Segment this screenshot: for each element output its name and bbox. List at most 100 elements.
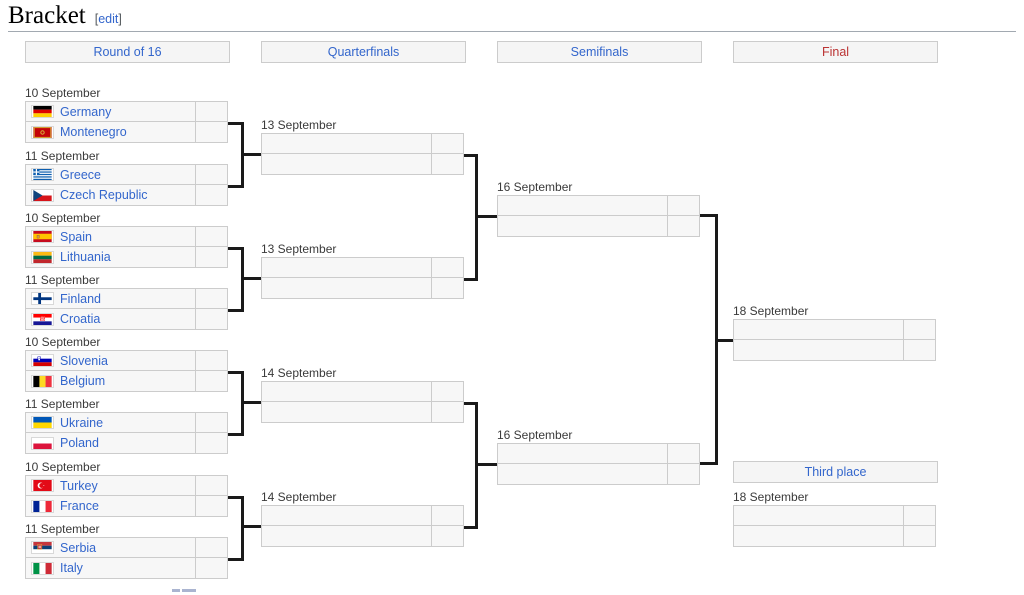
team-cell — [262, 526, 432, 546]
match-row: Serbia — [25, 537, 228, 558]
team-name-link[interactable]: Serbia — [60, 540, 97, 555]
team-name-link[interactable]: Italy — [60, 561, 83, 575]
round-header-link[interactable]: Semifinals — [570, 45, 629, 59]
team-score — [196, 309, 227, 329]
match-date: 11 September — [25, 149, 100, 163]
match-date: 13 September — [261, 242, 337, 256]
team-cell: Turkey — [26, 476, 196, 495]
team-score — [904, 506, 935, 525]
team-name-link[interactable]: France — [60, 499, 99, 513]
quarterfinal-match-2 — [261, 257, 464, 299]
match-date: 10 September — [25, 211, 101, 225]
connector-feed-qf-2 — [241, 277, 261, 280]
team-name-link[interactable]: Turkey — [60, 478, 98, 493]
team-name-link[interactable]: Spain — [60, 229, 92, 244]
edit-link[interactable]: edit — [98, 12, 119, 26]
connector-stub-qf-lower-1 — [464, 278, 478, 281]
team-name-link[interactable]: Croatia — [60, 312, 101, 326]
team-score — [432, 382, 463, 401]
round-header-link[interactable]: Quarterfinals — [327, 45, 400, 59]
team-score — [904, 526, 935, 546]
quarterfinal-match-4 — [261, 505, 464, 547]
team-cell: Finland — [26, 289, 196, 308]
match-row — [261, 402, 464, 423]
team-name-link[interactable]: Ukraine — [60, 415, 104, 430]
team-name-link[interactable]: Czech Republic — [60, 188, 148, 202]
match-date: 11 September — [25, 273, 100, 287]
team-score — [668, 444, 699, 463]
team-cell: Croatia — [26, 309, 196, 329]
team-score — [196, 227, 227, 246]
team-name-link[interactable]: Greece — [60, 167, 101, 182]
flag-finland-icon — [31, 292, 54, 305]
round-header-link[interactable]: Third place — [804, 465, 867, 479]
match-date: 13 September — [261, 118, 337, 132]
round-header-round-of-16: Round of 16 — [25, 41, 230, 63]
match-date: 10 September — [25, 86, 101, 100]
team-cell: Italy — [26, 558, 196, 578]
team-cell: Belgium — [26, 371, 196, 391]
team-name-link[interactable]: Slovenia — [60, 353, 108, 368]
team-score — [196, 102, 227, 121]
team-cell — [262, 258, 432, 277]
connector-feed-qf-3 — [241, 401, 261, 404]
team-score — [668, 216, 699, 236]
match-date: 10 September — [25, 335, 101, 349]
team-score — [432, 402, 463, 422]
match-row — [733, 526, 936, 547]
match-row: Italy — [25, 558, 228, 579]
team-name-link[interactable]: Poland — [60, 436, 99, 450]
connector-stub-upper-3 — [228, 371, 244, 374]
team-score — [904, 340, 935, 360]
team-score — [196, 476, 227, 495]
team-cell: France — [26, 496, 196, 516]
match-row — [261, 257, 464, 278]
team-cell: Ukraine — [26, 413, 196, 432]
match-row: Belgium — [25, 371, 228, 392]
match-row: Czech Republic — [25, 185, 228, 206]
team-name-link[interactable]: Lithuania — [60, 250, 111, 264]
match-row — [261, 526, 464, 547]
team-name-link[interactable]: Montenegro — [60, 125, 127, 139]
match-date: 14 September — [261, 366, 337, 380]
flag-france-icon — [31, 499, 54, 513]
quarterfinal-match-3 — [261, 381, 464, 423]
team-cell — [734, 526, 904, 546]
match-row — [497, 195, 700, 216]
team-score — [904, 320, 935, 339]
flag-greece-icon — [31, 168, 54, 181]
flag-czech-republic-icon — [31, 188, 54, 202]
match-row — [261, 133, 464, 154]
round-header-link[interactable]: Round of 16 — [93, 45, 162, 59]
connector-stub-qf-upper-2 — [464, 402, 478, 405]
match-row — [497, 216, 700, 237]
team-name-link[interactable]: Belgium — [60, 374, 106, 388]
team-name-link[interactable]: Germany — [60, 104, 112, 119]
flag-ukraine-icon — [31, 416, 54, 429]
page-title: Bracket [edit] — [8, 2, 122, 30]
round-header-semifinals: Semifinals — [497, 41, 702, 63]
match-row: Ukraine — [25, 412, 228, 433]
match-date: 11 September — [25, 397, 100, 411]
team-score — [196, 413, 227, 432]
connector-spine-r16-4 — [241, 496, 244, 561]
match-row: Slovenia — [25, 350, 228, 371]
team-score — [196, 185, 227, 205]
match-date: 16 September — [497, 180, 573, 194]
connector-stub-sf-upper — [700, 214, 718, 217]
flag-lithuania-icon — [31, 250, 54, 264]
team-score — [432, 526, 463, 546]
team-cell: Spain — [26, 227, 196, 246]
team-cell — [498, 216, 668, 236]
connector-stub-sf-lower — [700, 462, 718, 465]
team-score — [196, 165, 227, 184]
team-name-link[interactable]: Finland — [60, 291, 101, 306]
round-header-link[interactable]: Final — [821, 45, 850, 59]
match-row — [733, 505, 936, 526]
team-cell — [498, 464, 668, 484]
team-cell — [734, 320, 904, 339]
team-score — [432, 506, 463, 525]
connector-stub-qf-lower-2 — [464, 526, 478, 529]
